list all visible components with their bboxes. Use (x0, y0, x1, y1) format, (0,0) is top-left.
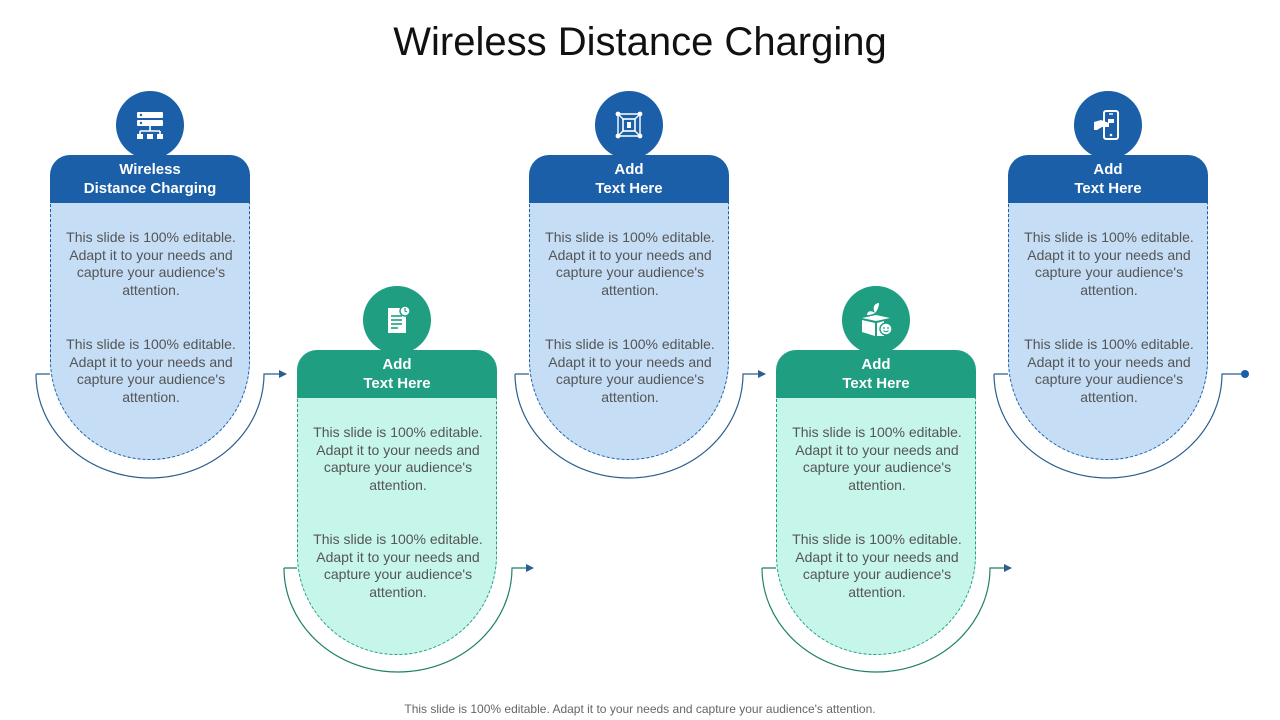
step-body: This slide is 100% editable. Adapt it to… (1008, 201, 1208, 460)
icon-circle (842, 286, 910, 354)
connector-arc-3 (514, 374, 765, 479)
document-icon (388, 305, 411, 333)
connector-arc-5 (993, 370, 1249, 479)
mobile-payment-icon (1094, 110, 1119, 140)
body-paragraph-1: This slide is 100% editable. Adapt it to… (313, 424, 483, 493)
footer-note: This slide is 100% editable. Adapt it to… (404, 702, 876, 716)
heading-line-1: Wireless (119, 161, 181, 178)
heading-line-2: Distance Charging (83, 180, 217, 197)
step-heading: Add Text Here (1008, 155, 1208, 203)
step-heading: Add Text Here (297, 350, 497, 398)
icon-circle (1074, 91, 1142, 159)
heading-line-1: Add (382, 356, 412, 373)
step-body: This slide is 100% editable. Adapt it to… (297, 396, 497, 655)
eco-box-icon (862, 303, 893, 336)
heading-line-2: Text Here (595, 180, 663, 197)
step-heading: Add Text Here (776, 350, 976, 398)
step-heading: Wireless Distance Charging (50, 155, 250, 203)
body-paragraph-1: This slide is 100% editable. Adapt it to… (66, 229, 236, 298)
page-title: Wireless Distance Charging (393, 20, 887, 64)
step-body: This slide is 100% editable. Adapt it to… (776, 396, 976, 655)
body-paragraph-1: This slide is 100% editable. Adapt it to… (545, 229, 715, 298)
body-paragraph-2: This slide is 100% editable. Adapt it to… (545, 336, 715, 405)
connector-arc-4 (761, 568, 1011, 673)
step-heading: Add Text Here (529, 155, 729, 203)
step-body: This slide is 100% editable. Adapt it to… (50, 201, 250, 460)
connector-arc-1 (35, 374, 286, 479)
heading-line-1: Add (861, 356, 891, 373)
body-paragraph-1: This slide is 100% editable. Adapt it to… (1024, 229, 1194, 298)
step-body: This slide is 100% editable. Adapt it to… (529, 201, 729, 460)
body-paragraph-2: This slide is 100% editable. Adapt it to… (792, 531, 962, 600)
heading-line-1: Add (1093, 161, 1123, 178)
end-dot (1241, 370, 1249, 378)
heading-line-2: Text Here (842, 375, 910, 392)
body-paragraph-2: This slide is 100% editable. Adapt it to… (1024, 336, 1194, 405)
body-paragraph-2: This slide is 100% editable. Adapt it to… (313, 531, 483, 600)
body-paragraph-2: This slide is 100% editable. Adapt it to… (66, 336, 236, 405)
network-hub-icon (615, 111, 643, 139)
heading-line-2: Text Here (1074, 180, 1142, 197)
server-network-icon (137, 112, 163, 139)
connector-arc-2 (283, 568, 533, 673)
icon-circle (363, 286, 431, 354)
heading-line-2: Text Here (363, 375, 431, 392)
heading-line-1: Add (614, 161, 644, 178)
body-paragraph-1: This slide is 100% editable. Adapt it to… (792, 424, 962, 493)
icon-circle (116, 91, 184, 159)
icon-circle (595, 91, 663, 159)
